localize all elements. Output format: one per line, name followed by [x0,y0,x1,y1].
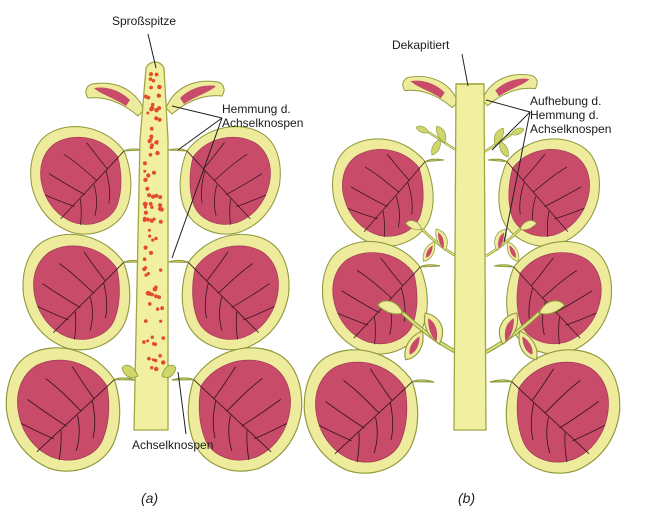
auxin-dot [154,343,158,347]
panel-b-leaf-left-bottom [300,344,440,477]
auxin-dot [152,171,156,175]
auxin-dot [143,170,146,173]
auxin-dot [150,206,153,209]
auxin-dot [149,77,153,81]
auxin-dot [160,306,164,310]
auxin-dot [151,195,155,199]
auxin-dot [154,359,158,363]
auxin-dot [146,218,150,222]
panel-b-leaf-right-bottom [484,344,624,477]
auxin-dot [145,187,149,191]
auxin-dot [158,195,162,199]
caption-a: (a) [141,490,158,506]
caption-b: (b) [458,490,475,506]
auxin-dot [159,220,163,224]
auxin-dot [149,107,153,111]
auxin-dot [159,268,162,271]
auxin-dot [149,202,153,206]
auxin-dot [155,368,158,371]
auxin-dot [149,72,153,76]
auxin-dot [158,94,161,97]
auxin-dot [155,73,159,77]
auxin-dot [157,295,161,299]
label-sprossspitze: Sproßspitze [112,14,176,28]
auxin-dot [159,320,162,323]
auxin-dot [146,339,149,342]
auxin-dot [151,103,155,107]
auxin-dot [144,273,147,276]
auxin-dot [147,357,151,361]
auxin-dot [154,108,158,112]
label-achselknospen: Achselknospen [132,438,213,452]
auxin-dot [154,237,158,241]
auxin-dot [143,257,147,261]
panel-a-leaf-right-mid [160,227,295,356]
auxin-dot [148,229,151,232]
auxin-dot [144,211,148,215]
auxin-dot [151,336,154,339]
panel-a-leaf-right-bottom [166,342,306,475]
auxin-dot [156,307,159,310]
panel-a-leaf-left-top [24,117,153,241]
panel-a-leaf-left-bottom [2,342,142,475]
auxin-dot [158,118,162,122]
auxin-dot [155,140,158,143]
auxin-dot [150,219,154,223]
auxin-dot [147,193,151,197]
auxin-dot [150,127,154,131]
auxin-dot [153,287,158,292]
auxin-dot [158,354,162,358]
auxin-dot [143,178,147,182]
auxin-dot [149,86,153,90]
auxin-dot [157,85,162,90]
auxin-dot [144,266,147,269]
panel-a-leaf-right-top [157,117,286,241]
auxin-dot [158,203,162,207]
auxin-dot [151,239,154,242]
auxin-dot [162,336,166,340]
auxin-dot [147,96,150,99]
label-aufhebung-hemmung: Aufhebung d. Hemmung d. Achselknospen [530,94,611,136]
panel-a-leaf-left-mid [18,227,153,356]
auxin-dot [146,173,150,177]
auxin-dot [161,360,165,364]
auxin-dot [149,153,153,157]
auxin-dot [150,145,154,149]
auxin-dot [160,207,164,211]
label-dekapitiert: Dekapitiert [392,38,449,52]
label-hemmung-achselknospen: Hemmung d. Achselknospen [222,102,303,130]
auxin-dot [144,319,148,323]
auxin-dot [148,302,152,306]
auxin-dot [144,246,148,250]
auxin-dot [148,235,151,238]
auxin-dot [143,161,147,165]
auxin-dot [142,340,146,344]
auxin-dot [150,293,154,297]
auxin-dot [155,151,159,155]
auxin-dot [152,79,155,82]
auxin-dot [146,112,149,115]
auxin-dot [150,366,153,369]
auxin-dot [150,138,153,141]
auxin-dot [143,202,148,207]
panel-b-stem [454,84,486,430]
auxin-dot [149,251,153,255]
